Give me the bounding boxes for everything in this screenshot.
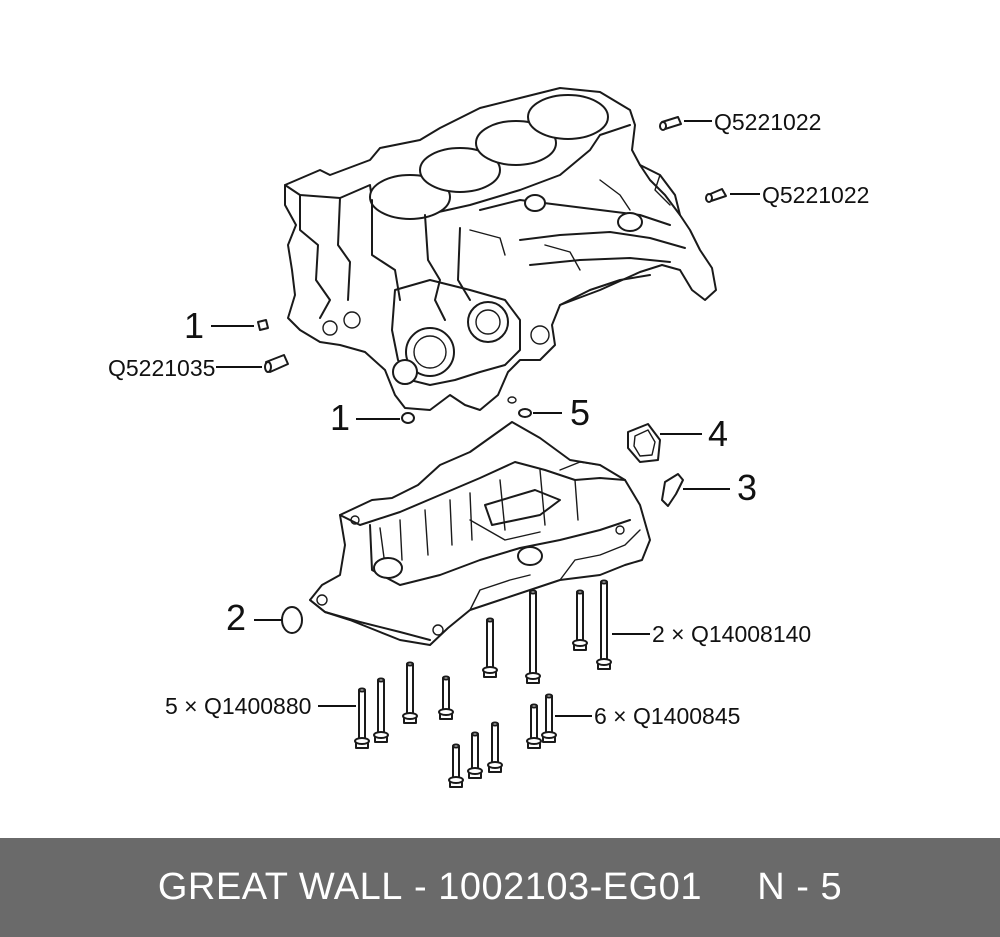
pin-left-label: Q5221035	[108, 355, 215, 381]
bolt-5	[438, 675, 454, 720]
bracket-part-3	[661, 473, 684, 507]
bolt-2	[572, 589, 588, 651]
o-ring-part-2	[281, 606, 303, 634]
bolts-group	[354, 579, 612, 788]
ref-1-lower-label: 1	[330, 397, 350, 438]
plug-part-1-lower	[401, 412, 415, 424]
bolt-1	[596, 579, 612, 670]
footer-gap	[702, 866, 757, 909]
gasket-part-4	[627, 423, 661, 463]
footer-brand: GREAT WALL	[157, 866, 403, 908]
footer-part-number: 1002103-EG01	[438, 866, 702, 908]
footer-page: N - 5	[757, 866, 843, 908]
lower-crankcase-drawing	[309, 421, 651, 646]
bolt-8	[354, 687, 370, 749]
ref-3-label: 3	[737, 467, 757, 508]
ref-2-label: 2	[226, 597, 246, 638]
ref-4-label: 4	[708, 413, 728, 454]
bolts-right-label: 6 × Q1400845	[594, 703, 740, 729]
ref-1-upper-label: 1	[184, 305, 204, 346]
leader-lines	[211, 120, 760, 717]
pin-top-1	[659, 116, 682, 131]
bolt-6	[402, 661, 418, 724]
bolt-9	[541, 693, 557, 743]
cylinder-block-drawing	[284, 87, 717, 411]
exploded-parts-diagram: Q5221022 Q5221022 1 Q5221035 1 5 4 3 2 2…	[108, 87, 869, 788]
pin-top-2	[705, 188, 727, 203]
plug-part-1-upper	[257, 319, 269, 331]
bolts-long-label: 2 × Q14008140	[652, 621, 811, 647]
bolt-3	[525, 589, 541, 684]
bolt-11	[487, 721, 503, 773]
bolt-12	[467, 731, 483, 779]
pin-left	[264, 354, 289, 373]
bolt-7	[373, 677, 389, 743]
dowel-part-5	[507, 396, 532, 418]
ref-5-label: 5	[570, 392, 590, 433]
bolt-4	[482, 617, 498, 678]
pin-top-1-label: Q5221022	[714, 109, 821, 135]
bolts-left-label: 5 × Q1400880	[165, 693, 311, 719]
pin-top-2-label: Q5221022	[762, 182, 869, 208]
footer-separator: -	[402, 866, 439, 908]
bolt-13	[448, 743, 464, 788]
footer-bar: GREAT WALL - 1002103-EG01 N - 5	[0, 838, 1000, 937]
bolt-10	[526, 703, 542, 749]
